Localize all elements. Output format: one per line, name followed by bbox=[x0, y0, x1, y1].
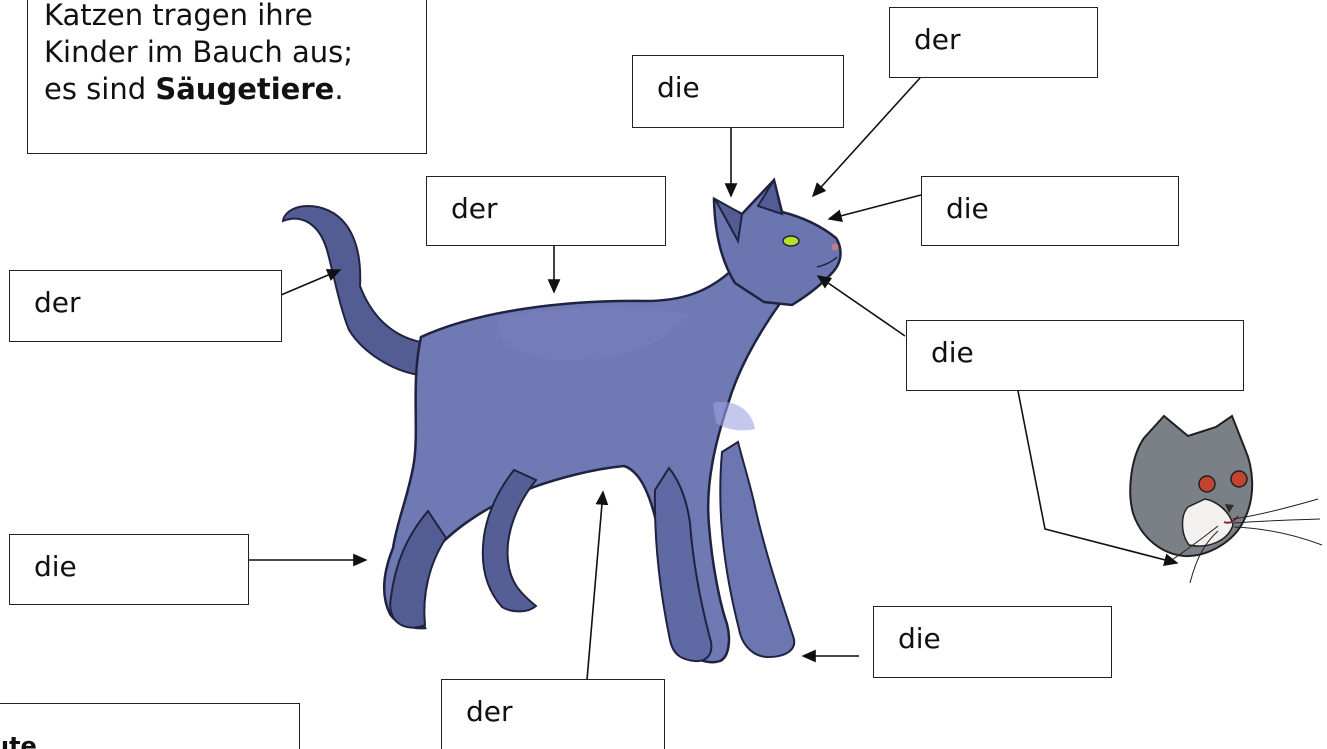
label-article: die bbox=[946, 192, 989, 225]
kitten-muzzle bbox=[1181, 498, 1234, 547]
cat-right-hind-leg bbox=[481, 468, 538, 613]
arrow-jaw bbox=[816, 275, 906, 337]
bottom-left-cut-text: ute bbox=[0, 732, 37, 749]
main-cat bbox=[281, 177, 842, 664]
label-box-jaw[interactable]: die bbox=[906, 320, 1244, 391]
cat-front-leg-left bbox=[653, 466, 713, 663]
info-line-2: Kinder im Bauch aus; bbox=[44, 35, 353, 69]
cat-front-leg-right bbox=[719, 440, 796, 659]
cat-mouth bbox=[816, 256, 838, 268]
arrow-tail bbox=[280, 269, 342, 296]
cat-fur-shading-2 bbox=[713, 401, 755, 431]
arrow-kitten bbox=[1017, 390, 1179, 567]
label-box-belly[interactable]: der bbox=[441, 679, 665, 749]
label-box-ear[interactable]: die bbox=[632, 55, 844, 128]
label-box-tail[interactable]: der bbox=[9, 270, 282, 342]
label-article: die bbox=[657, 71, 700, 104]
info-line-3-suffix: . bbox=[334, 72, 344, 106]
label-article: die bbox=[931, 336, 974, 369]
info-line-3-prefix: es sind bbox=[44, 72, 156, 106]
kitten-right-eye bbox=[1230, 470, 1248, 488]
label-article: die bbox=[898, 622, 941, 655]
cat-left-ear bbox=[712, 196, 744, 245]
cat-nose bbox=[831, 243, 839, 251]
info-box: Katzen tragen ihre Kinder im Bauch aus; … bbox=[27, 0, 427, 154]
arrow-head-top bbox=[811, 77, 921, 198]
kitten-head bbox=[1129, 414, 1323, 584]
info-line-3: es sind Säugetiere. bbox=[44, 71, 410, 108]
label-article: die bbox=[34, 550, 77, 583]
kitten-nose bbox=[1225, 504, 1234, 513]
cat-left-hind-leg bbox=[389, 509, 448, 629]
label-box-head[interactable]: der bbox=[889, 7, 1098, 78]
cat-right-ear bbox=[756, 177, 784, 216]
label-box-leg[interactable]: die bbox=[9, 534, 249, 605]
label-box-nose[interactable]: die bbox=[921, 176, 1179, 246]
arrow-belly bbox=[586, 490, 609, 681]
label-article: der bbox=[914, 23, 961, 56]
label-article: der bbox=[451, 192, 498, 225]
cat-head bbox=[712, 177, 842, 307]
cat-eye bbox=[782, 235, 800, 247]
kitten-left-eye bbox=[1198, 475, 1216, 493]
cat-fur-shading-1 bbox=[498, 307, 690, 360]
label-article: der bbox=[34, 286, 81, 319]
arrow-nose bbox=[827, 194, 922, 222]
label-box-back[interactable]: der bbox=[426, 176, 666, 246]
mammals-word: Säugetiere bbox=[155, 72, 335, 106]
bottom-left-cut-box: ute bbox=[0, 703, 300, 749]
info-line-1: Katzen tragen ihre bbox=[44, 0, 313, 32]
kitten-mouth bbox=[1223, 515, 1239, 524]
label-box-paw[interactable]: die bbox=[873, 606, 1112, 678]
label-article: der bbox=[466, 695, 513, 728]
